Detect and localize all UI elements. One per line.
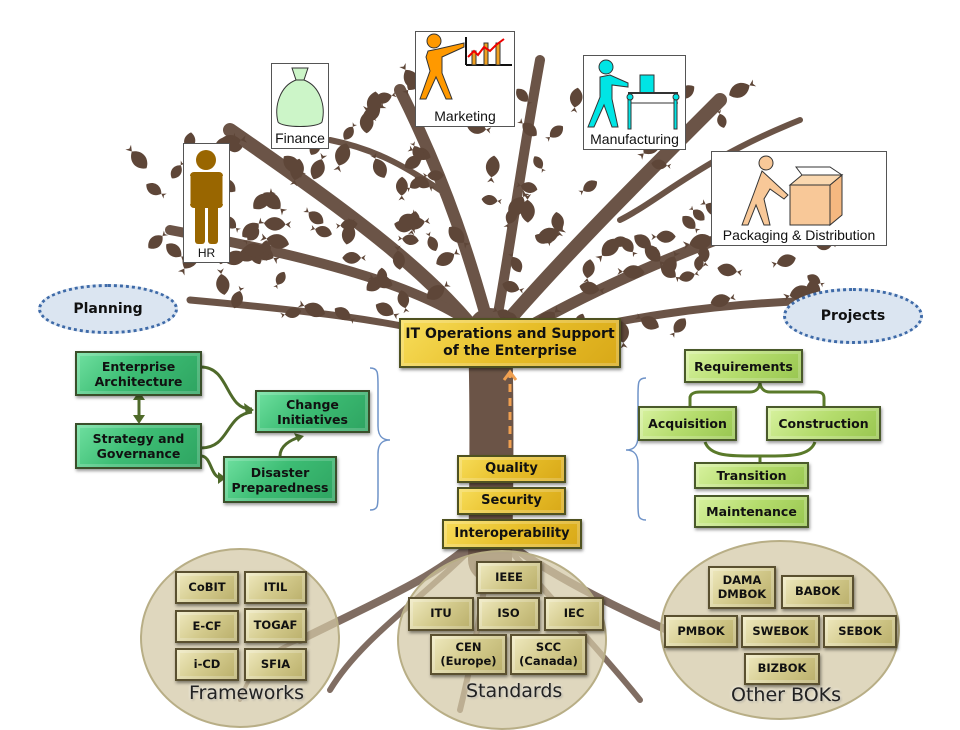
planning-enterprise-architecture: Enterprise Architecture [75,351,202,396]
leaf-shape [397,233,420,247]
worker-conveyor-icon [587,59,680,130]
department-marketing: Marketing [415,31,515,127]
department-label: Packaging & Distribution [722,227,876,243]
leaf-shape [726,76,758,102]
bok-pmbok: PMBOK [664,615,738,648]
person-standing-icon [189,150,224,244]
leaf-shape [770,252,798,271]
projects-requirements: Requirements [684,349,803,383]
frameworks-title: Frameworks [189,682,305,704]
department-manufacturing: Manufacturing [583,55,686,150]
planning-strategy-governance: Strategy and Governance [75,423,202,469]
arrowhead [294,433,304,442]
leaf-shape [716,261,744,279]
other-boks-title: Other BOKs [731,684,842,706]
framework-cobit: CoBIT [175,571,239,604]
standard-cen: CEN (Europe) [430,634,507,675]
bok-sebok: SEBOK [823,615,897,648]
bok-babok: BABOK [781,575,854,609]
arrowhead [244,403,254,415]
framework-icd: i-CD [175,648,239,681]
projects-construction: Construction [766,406,881,441]
planning-change-initiatives: Change Initiatives [255,390,370,433]
department-finance: Finance [271,63,329,149]
bok-dama-dmbok: DAMA DMBOK [708,566,776,609]
standard-iec: IEC [544,597,604,631]
leaf-shape [480,194,503,207]
department-label: HR [197,246,216,260]
leaf-shape [567,86,584,114]
leaf-shape [483,154,501,184]
standard-iso: ISO [477,597,540,631]
leaf-shape [667,315,690,340]
leaf-shape [651,230,676,243]
department-label: Marketing [434,108,496,124]
projects-title: Projects [820,308,886,324]
connector-ea-to-ci [200,365,253,411]
money-bag-icon [276,67,324,127]
it-operations-box: IT Operations and Support of the Enterpr… [399,318,621,368]
presenter-chart-icon [419,33,512,100]
department-label: Manufacturing [590,131,679,147]
department-label: Finance [275,130,325,146]
framework-itil: ITIL [244,571,307,604]
arrowhead [133,415,145,424]
leaf-shape [576,177,600,198]
planning-cloud: Planning [38,284,178,334]
department-packaging: Packaging & Distribution [711,151,887,246]
connector-sg-to-ci [200,410,253,450]
planning-title: Planning [73,301,143,317]
leaf-shape [580,258,597,284]
planning-disaster-preparedness: Disaster Preparedness [223,456,337,503]
standard-ieee: IEEE [476,561,542,594]
bok-swebok: SWEBOK [741,615,820,648]
planning-connectors [133,365,304,484]
worker-box-icon [741,155,844,227]
leaf-shape [423,230,441,253]
bok-bizbok: BIZBOK [744,653,820,685]
trunk-layer-security: Security [457,487,566,515]
projects-brace [625,377,647,521]
framework-togaf: TOGAF [244,608,307,643]
framework-ecf: E-CF [175,610,239,643]
standard-itu: ITU [408,597,474,631]
standards-title: Standards [466,680,563,702]
leaf-shape [543,122,567,144]
trunk-layer-quality: Quality [457,455,566,483]
framework-sfia: SFIA [244,648,307,681]
department-hr: HR [183,143,230,263]
leaf-shape [530,153,548,175]
trunk-layer-interoperability: Interoperability [442,519,582,549]
dashed-up-arrow [502,369,518,448]
leaf-shape [433,246,462,270]
projects-maintenance: Maintenance [694,495,809,528]
planning-brace [369,367,391,511]
projects-transition: Transition [694,462,809,489]
connector-dp-to-ci [278,435,301,457]
arrowhead [218,472,226,484]
leaf-shape [677,268,701,284]
projects-cloud: Projects [783,288,923,344]
projects-acquisition: Acquisition [638,406,737,441]
standard-scc: SCC (Canada) [510,634,587,675]
